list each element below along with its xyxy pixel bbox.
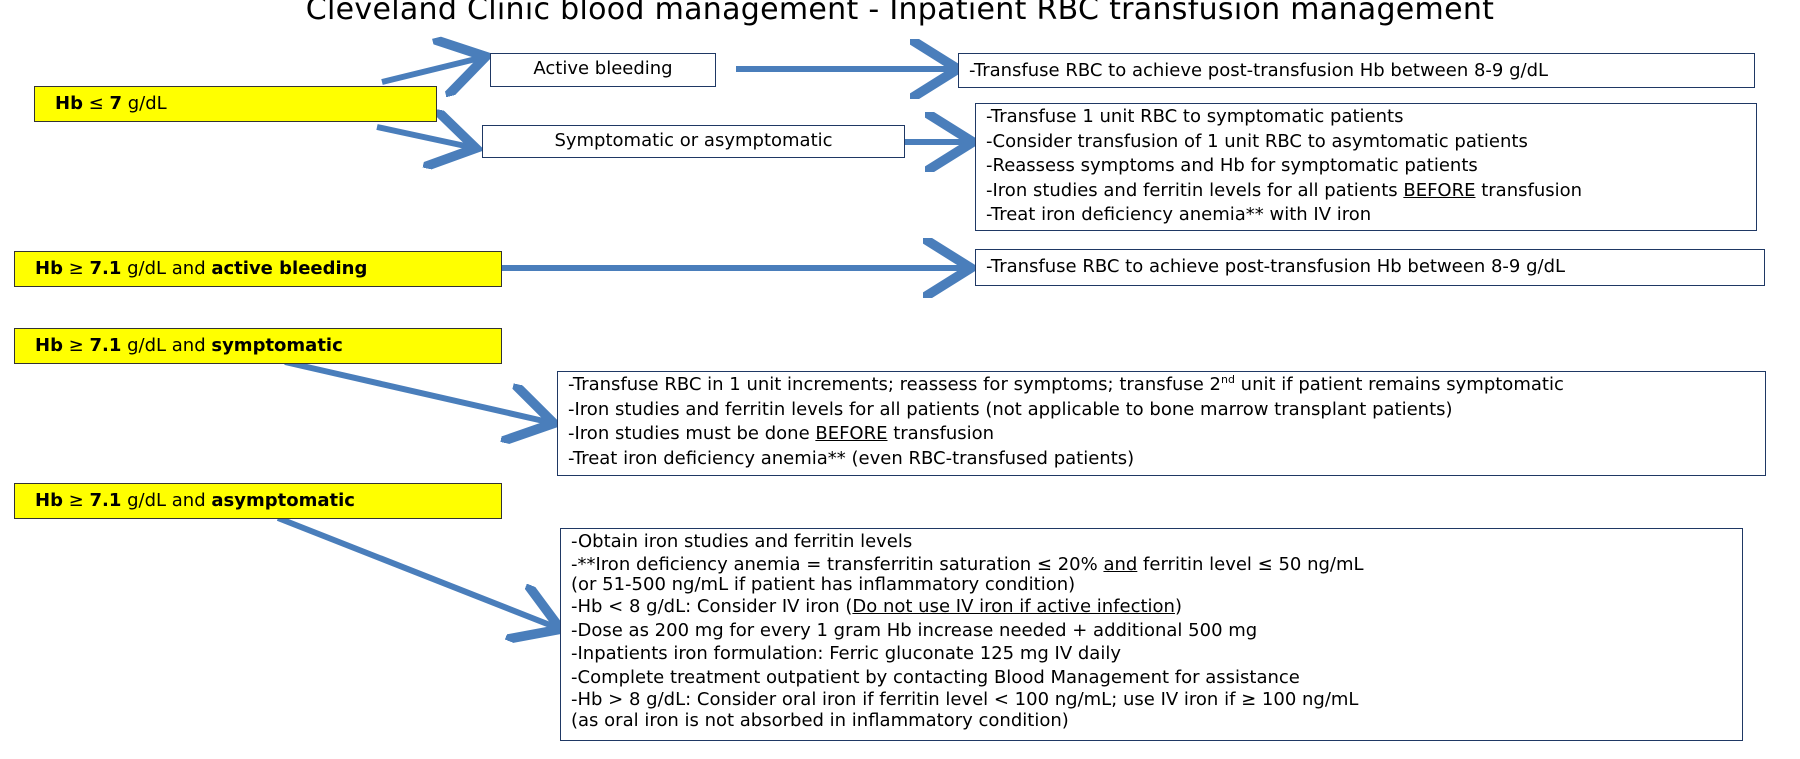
- condition-hb-le-7: Hb ≤ 7 g/dL: [34, 86, 437, 122]
- list-item: (as oral iron is not absorbed in inflamm…: [571, 710, 1069, 732]
- action-symptomatic-list: -Transfuse 1 unit RBC to symptomatic pat…: [975, 103, 1757, 231]
- branch-active-bleeding-label: Active bleeding: [533, 58, 673, 79]
- branch-symptomatic-label: Symptomatic or asymptomatic: [554, 130, 833, 151]
- list-item: -Treat iron deficiency anemia** with IV …: [986, 204, 1372, 226]
- list-item: -**Iron deficiency anemia = transferriti…: [571, 554, 1364, 576]
- action-hb-7-1-symptomatic-list: -Transfuse RBC in 1 unit increments; rea…: [557, 371, 1766, 476]
- list-item: -Complete treatment outpatient by contac…: [571, 666, 1300, 688]
- list-item: (or 51-500 ng/mL if patient has inflamma…: [571, 574, 1076, 596]
- list-item: -Hb < 8 g/dL: Consider IV iron (Do not u…: [571, 596, 1182, 618]
- arrow-hb7-to-active: [381, 58, 480, 82]
- list-item: -Obtain iron studies and ferritin levels: [571, 531, 913, 552]
- list-item: -Iron studies and ferritin levels for al…: [986, 179, 1583, 201]
- action-text: -Transfuse RBC to achieve post-transfusi…: [969, 60, 1549, 81]
- branch-active-bleeding: Active bleeding: [490, 53, 716, 87]
- arrow-hb7-to-symptomatic: [376, 127, 470, 147]
- list-item: -Dose as 200 mg for every 1 gram Hb incr…: [571, 619, 1258, 641]
- action-active-bleeding: -Transfuse RBC to achieve post-transfusi…: [958, 53, 1755, 88]
- list-item: -Reassess symptoms and Hb for symptomati…: [986, 155, 1478, 177]
- list-item: -Treat iron deficiency anemia** (even RB…: [568, 447, 1135, 469]
- condition-hb-ge-7-1-symptomatic: Hb ≥ 7.1 g/dL and symptomatic: [14, 328, 502, 364]
- list-item: -Consider transfusion of 1 unit RBC to a…: [986, 130, 1528, 152]
- condition-hb-ge-7-1-asymptomatic: Hb ≥ 7.1 g/dL and asymptomatic: [14, 483, 502, 519]
- action-hb-7-1-asymptomatic-list: -Obtain iron studies and ferritin levels…: [560, 528, 1743, 741]
- list-item: -Hb > 8 g/dL: Consider oral iron if ferr…: [571, 689, 1359, 711]
- action-text: -Transfuse RBC to achieve post-transfusi…: [986, 256, 1566, 277]
- list-item: -Inpatients iron formulation: Ferric glu…: [571, 643, 1121, 665]
- condition-hb-ge-7-1-active-bleeding: Hb ≥ 7.1 g/dL and active bleeding: [14, 251, 502, 287]
- list-item: -Iron studies and ferritin levels for al…: [568, 398, 1453, 420]
- arrow-asymptomatic-to-list: [276, 515, 555, 627]
- branch-symptomatic-or-asymptomatic: Symptomatic or asymptomatic: [482, 125, 905, 158]
- list-item: -Iron studies must be done BEFORE transf…: [568, 423, 995, 445]
- page-title: Cleveland Clinic blood management - Inpa…: [305, 0, 1495, 27]
- action-hb-7-1-bleeding: -Transfuse RBC to achieve post-transfusi…: [975, 249, 1765, 286]
- list-item: -Transfuse 1 unit RBC to symptomatic pat…: [986, 106, 1404, 127]
- list-item: -Transfuse RBC in 1 unit increments; rea…: [568, 373, 1564, 395]
- arrow-symptomatic-to-list: [284, 359, 548, 422]
